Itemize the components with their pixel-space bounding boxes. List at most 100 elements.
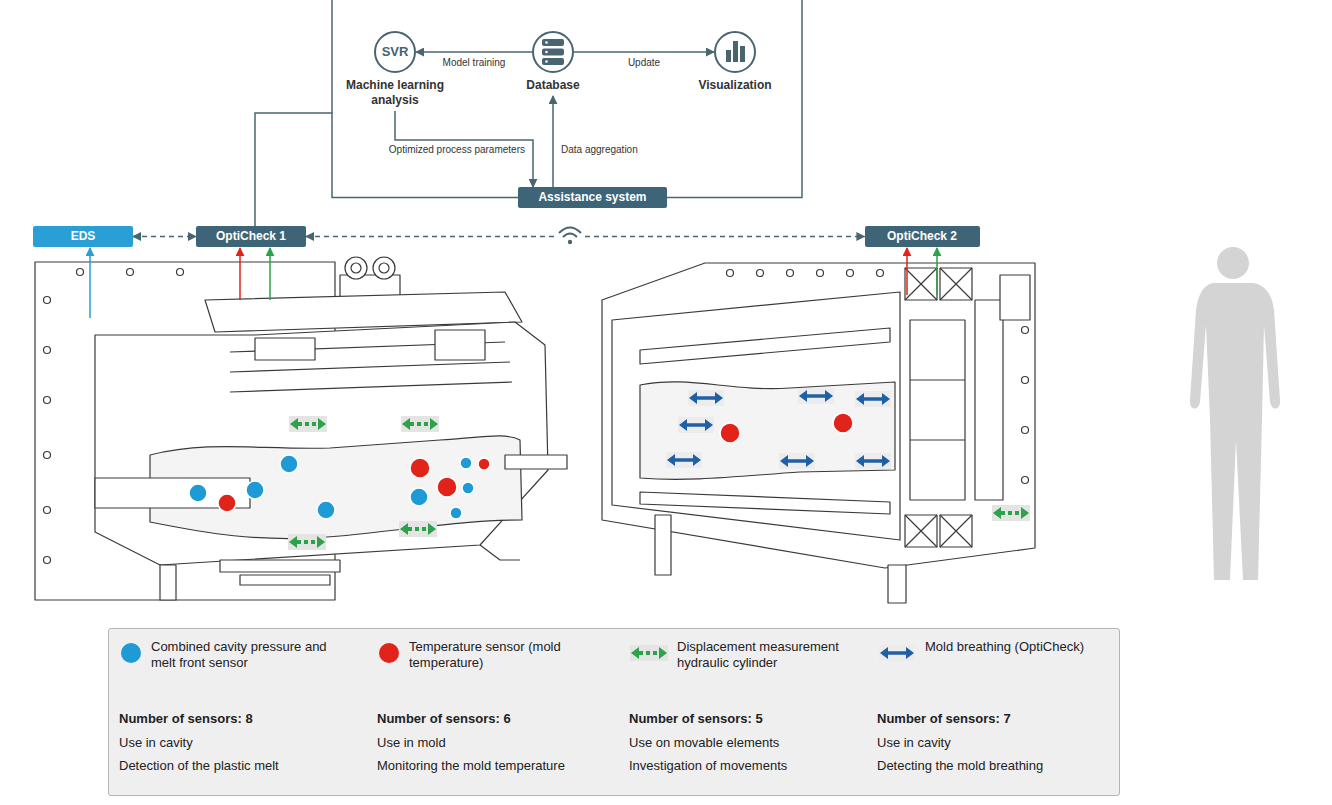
left-mold-illustration [505, 455, 567, 469]
database-icon [545, 41, 548, 44]
circle-node: Database [532, 31, 574, 73]
right-mold-illustration [602, 263, 1035, 603]
left-mold-illustration [220, 560, 340, 572]
pressure-sensor-dot [189, 455, 474, 519]
signal-arrow [239, 248, 241, 300]
node-label: OptiCheck 1 [216, 229, 286, 244]
wifi-symbol [563, 234, 577, 238]
connector [574, 51, 714, 53]
left-mold-illustration [44, 507, 51, 514]
legend-label: Combined cavity pressure and melt front … [151, 639, 351, 671]
right-mold-illustration [905, 515, 937, 547]
displacement-sensor-arrow [401, 416, 439, 432]
system-box: OptiCheck 1 [196, 226, 306, 247]
left-mold-illustration [480, 545, 520, 560]
left-mold-illustration [44, 397, 51, 404]
displacement-sensor-arrow [289, 416, 327, 432]
left-mold-illustration [373, 257, 395, 279]
left-mold-illustration [230, 382, 512, 392]
right-mold-illustration [905, 268, 937, 300]
legend-detail: Use in mold [377, 735, 446, 751]
right-mold-illustration [1022, 477, 1029, 484]
edge-label: Optimized process parameters [387, 144, 527, 156]
displacement-sensor-arrow [288, 416, 1030, 550]
signal-arrow [936, 248, 938, 295]
connector [306, 236, 865, 238]
frame-line [331, 0, 333, 113]
mold-breathing-sensor-arrow [678, 417, 714, 433]
left-mold-illustration [44, 557, 51, 564]
left-mold-illustration [255, 338, 315, 360]
human-silhouette [1217, 247, 1249, 279]
right-mold-illustration [640, 382, 895, 480]
left-mold-illustration [345, 257, 367, 279]
legend-swatch [379, 643, 399, 663]
displacement-sensor-arrow [288, 534, 326, 550]
legend-arrow-sample [630, 645, 668, 661]
right-mold-illustration [1000, 275, 1030, 320]
left-mold-illustration [44, 452, 51, 459]
signal-arrow [90, 248, 937, 318]
mold-breathing-sensor-arrow [855, 391, 891, 407]
circle-node: SVRMachine learning analysis [374, 31, 416, 73]
frame-line [332, 0, 802, 198]
right-mold-illustration [640, 492, 890, 514]
displacement-sensor-arrow [399, 521, 437, 537]
right-mold-illustration [940, 515, 972, 547]
right-mold-illustration [905, 515, 937, 547]
wifi-symbol [556, 222, 584, 251]
pressure-sensor-dot [450, 507, 462, 519]
database-icon [542, 39, 564, 65]
pressure-sensor-dot [317, 501, 335, 519]
right-mold-illustration [1022, 327, 1029, 334]
left-mold-illustration [230, 362, 510, 372]
left-mold-illustration [177, 269, 184, 276]
temperature-sensor-dot [833, 413, 853, 433]
displacement-sensor-arrow [992, 505, 1030, 521]
pressure-sensor-dot [280, 455, 298, 473]
node-label: Assistance system [538, 190, 646, 205]
legend-detail: Detecting the mold breathing [877, 758, 1043, 774]
signal-arrow [906, 248, 908, 295]
human-silhouette [1190, 283, 1280, 580]
system-box: EDS [33, 226, 133, 247]
node-heading: Machine learning analysis [333, 78, 457, 108]
connector [416, 51, 532, 53]
temperature-sensor-dot [437, 477, 457, 497]
system-box: Assistance system [518, 187, 667, 208]
pressure-sensor-dot [189, 484, 207, 502]
node-label: SVR [376, 33, 414, 71]
mold-breathing-sensor-arrow [798, 388, 834, 404]
left-mold-illustration [435, 330, 485, 360]
right-mold-illustration [727, 270, 734, 277]
temperature-sensor-dot [478, 458, 490, 470]
legend-detail: Use on movable elements [629, 735, 779, 751]
legend-arrow-sample [877, 643, 917, 663]
pressure-sensor-dot [460, 457, 472, 469]
left-mold-illustration [240, 575, 330, 585]
legend-detail: Use in cavity [119, 735, 193, 751]
legend-box: Combined cavity pressure and melt front … [108, 628, 1120, 796]
left-mold-illustration [127, 269, 134, 276]
database-icon [545, 51, 548, 54]
connector [395, 111, 533, 187]
node-heading: Database [491, 78, 615, 93]
temperature-sensor-dot [720, 423, 740, 443]
edge-label: Model training [441, 57, 508, 69]
legend-label: Temperature sensor (mold temperature) [409, 639, 609, 671]
right-mold-illustration [910, 320, 965, 500]
right-mold-illustration [1022, 427, 1029, 434]
frame-line [667, 0, 802, 198]
connector [552, 96, 554, 187]
left-mold-illustration [379, 263, 389, 273]
node-label: OptiCheck 2 [887, 229, 957, 244]
pressure-sensor-dot [246, 481, 264, 499]
node-heading: Visualization [673, 78, 797, 93]
legend-detail: Monitoring the mold temperature [377, 758, 565, 774]
chart-icon [726, 41, 745, 62]
right-mold-illustration [757, 270, 764, 277]
right-mold-illustration [612, 292, 900, 540]
database-icon [542, 49, 564, 56]
mold-breathing-sensor-arrow [855, 453, 891, 469]
right-mold-illustration [975, 300, 1003, 500]
